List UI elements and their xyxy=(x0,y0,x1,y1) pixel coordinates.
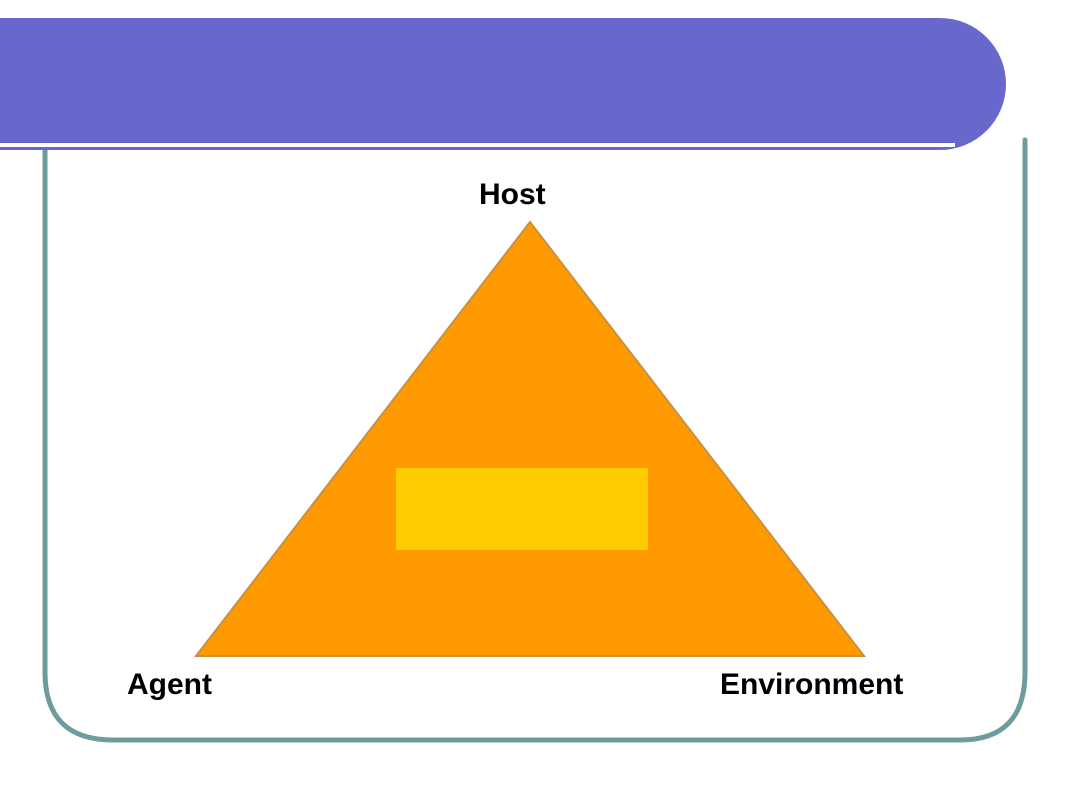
center-box xyxy=(396,468,648,550)
content-frame xyxy=(42,137,1028,743)
vertex-label-host: Host xyxy=(479,178,546,211)
vertex-label-environment: Environment xyxy=(720,668,904,701)
vertex-label-agent: Agent xyxy=(127,668,212,701)
header-band xyxy=(0,18,1006,150)
triangle-shape xyxy=(193,220,867,657)
